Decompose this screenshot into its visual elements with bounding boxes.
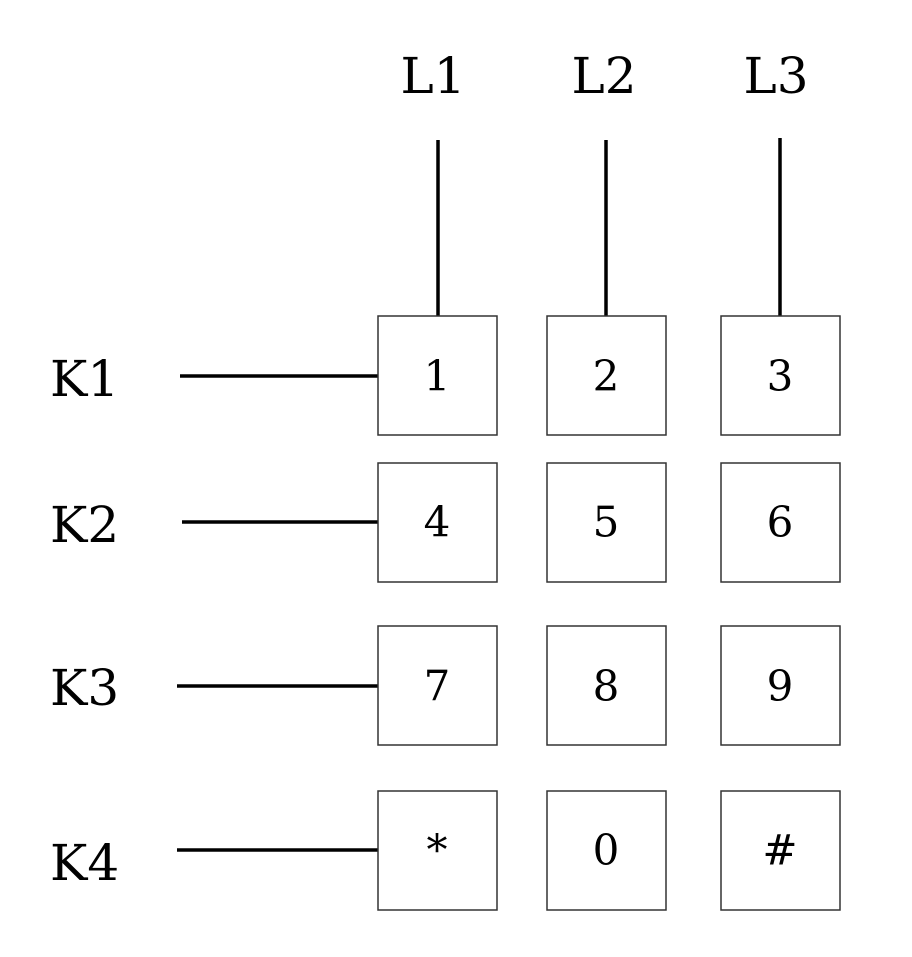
key-9: 9 — [720, 625, 841, 746]
key-star: * — [377, 790, 498, 911]
row-label-k2: K2 — [50, 496, 119, 554]
key-star-label: * — [427, 826, 448, 875]
key-7-label: 7 — [424, 662, 451, 711]
key-4: 4 — [377, 462, 498, 583]
key-9-label: 9 — [767, 662, 794, 711]
column-label-l2: L2 — [571, 47, 636, 105]
column-label-l1: L1 — [400, 47, 465, 105]
row-label-k4: K4 — [50, 834, 119, 892]
key-6: 6 — [720, 462, 841, 583]
key-5: 5 — [546, 462, 667, 583]
key-3-label: 3 — [767, 352, 794, 401]
key-hash: # — [720, 790, 841, 911]
key-1-label: 1 — [424, 352, 451, 401]
column-label-l3: L3 — [743, 47, 808, 105]
key-0-label: 0 — [593, 826, 620, 875]
row-label-k3: K3 — [50, 659, 119, 717]
key-3: 3 — [720, 315, 841, 436]
row-label-k1: K1 — [50, 350, 119, 408]
key-1: 1 — [377, 315, 498, 436]
key-4-label: 4 — [424, 498, 451, 547]
key-2: 2 — [546, 315, 667, 436]
key-hash-label: # — [762, 826, 797, 875]
key-7: 7 — [377, 625, 498, 746]
key-0: 0 — [546, 790, 667, 911]
key-2-label: 2 — [593, 352, 620, 401]
key-8: 8 — [546, 625, 667, 746]
key-6-label: 6 — [767, 498, 794, 547]
key-5-label: 5 — [593, 498, 620, 547]
key-8-label: 8 — [593, 662, 620, 711]
